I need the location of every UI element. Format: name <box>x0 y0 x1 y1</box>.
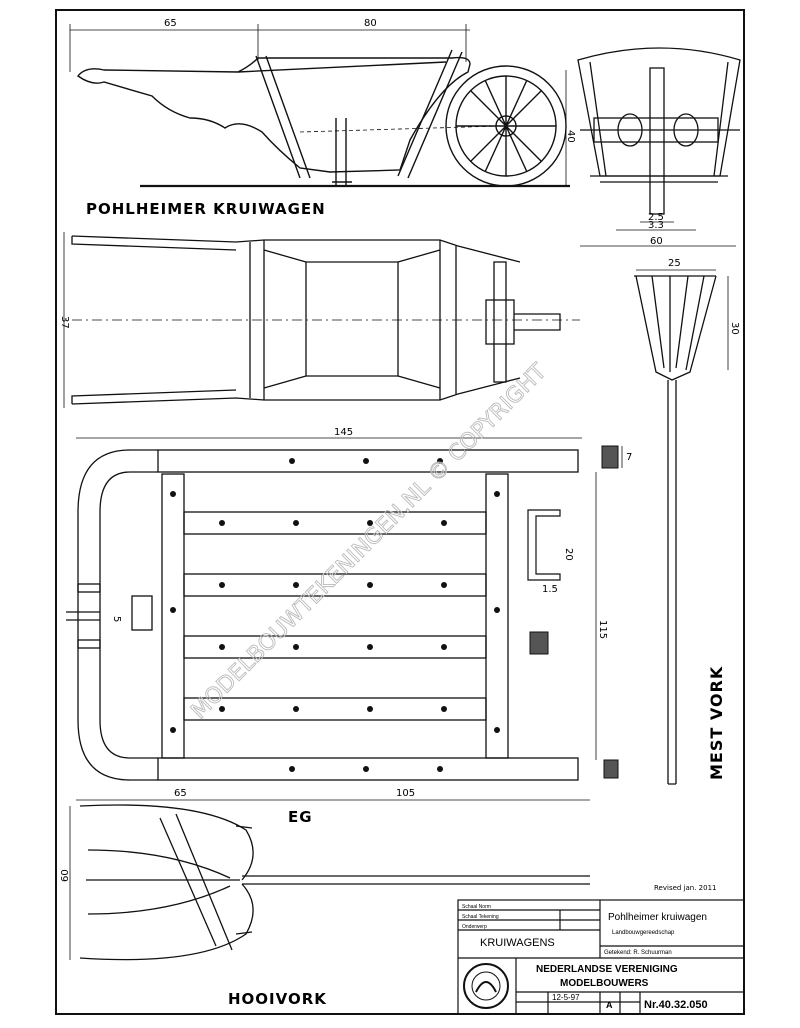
channel-detail <box>527 509 561 581</box>
dim-65-top: 65 <box>164 18 177 29</box>
hooivork-dim-lines <box>69 799 590 960</box>
dim-60-bottom: 60 <box>60 869 71 882</box>
tb-blad: A <box>606 1000 613 1010</box>
copyright-watermark: MODELBOUWTEKENINGEN.NL © COPYRIGHT <box>187 359 552 724</box>
tb-onderwerp: KRUIWAGENS <box>480 937 555 949</box>
hatched-sections <box>529 445 619 779</box>
dim-7: 7 <box>626 452 632 463</box>
label-eg: EG <box>288 808 313 826</box>
label-hooivork: HOOIVORK <box>228 990 327 1008</box>
revised-note: Revised jan. 2011 <box>654 884 717 892</box>
tb-vereniging-line1: NEDERLANDSE VERENIGING <box>536 964 678 975</box>
plan-view <box>66 437 582 781</box>
dim-60-front: 60 <box>650 236 663 247</box>
side-dim-lines <box>69 24 567 186</box>
dim-1-5: 1.5 <box>542 584 558 595</box>
tb-datum: 12-5-97 <box>552 993 580 1002</box>
dim-37: 37 <box>59 316 70 329</box>
dim-115: 115 <box>597 620 608 639</box>
dim-3-3: 3.3 <box>648 220 664 231</box>
dim-30-fork: 30 <box>729 322 740 335</box>
dim-145: 145 <box>334 427 353 438</box>
dim-40-side: 40 <box>565 130 576 143</box>
hooivork-view <box>79 804 590 961</box>
dim-5: 5 <box>111 616 122 622</box>
tb-header-tekening: Schaal Tekening <box>462 914 499 920</box>
sheet-border <box>55 9 745 1015</box>
side-view <box>76 49 570 188</box>
label-mest-vork: MEST VORK <box>707 666 726 780</box>
front-dim-lines <box>580 221 736 247</box>
title-block <box>457 899 745 1015</box>
tb-vereniging-line2: MODELBOUWERS <box>560 978 649 989</box>
dim-2-5: 2.5 <box>648 212 664 223</box>
plan-bolts <box>170 458 500 772</box>
top-view <box>71 235 561 405</box>
front-view <box>577 47 741 215</box>
tb-header-onderwerp: Onderwerp <box>462 924 487 930</box>
dim-80-top: 80 <box>364 18 377 29</box>
mestvork-dim-lines <box>636 269 729 370</box>
label-pohlheimer-kruiwagen: POHLHEIMER KRUIWAGEN <box>86 200 326 218</box>
nvm-logo <box>463 963 509 1009</box>
tb-subtitel: Landbouwgereedschap <box>612 930 675 936</box>
tb-header-schaal: Schaal Norm <box>462 904 491 910</box>
dim-65-bottom: 65 <box>174 788 187 799</box>
mestvork-view <box>634 275 717 785</box>
dim-20: 20 <box>563 548 574 561</box>
tb-titel: Pohlheimer kruiwagen <box>608 912 707 923</box>
plan-dim-lines <box>595 446 623 760</box>
tb-nummer: Nr.40.32.050 <box>644 999 708 1011</box>
dim-25-fork: 25 <box>668 258 681 269</box>
dim-105: 105 <box>396 788 415 799</box>
tb-getekend: Getekend: R. Schuurman <box>604 950 672 956</box>
